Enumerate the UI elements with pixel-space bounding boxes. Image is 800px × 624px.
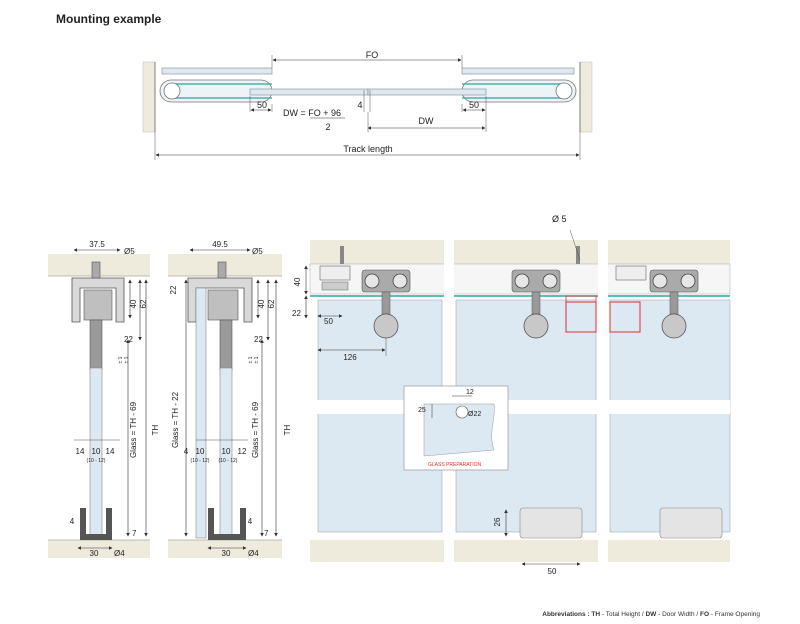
roller-carriage-1 — [361, 269, 411, 339]
dim-4a: 4 — [184, 447, 189, 456]
dim-7: 7 — [264, 529, 269, 538]
roller-carriage-3 — [649, 269, 699, 339]
page-title: Mounting example — [56, 12, 162, 26]
dim-10a: 10 — [196, 447, 205, 456]
abbrev-dw-text: - Door Width / — [656, 611, 701, 618]
dim-4: 4 — [70, 517, 75, 526]
dim-pm1a: ± 1 — [118, 356, 124, 363]
glass-th-69: Glass = TH - 69 — [129, 401, 138, 458]
dim-pm1b: ± 1 — [254, 356, 260, 363]
dim-62: 62 — [139, 299, 148, 308]
dim-th: TH — [151, 424, 160, 435]
abbreviations-legend: Abbreviations : TH - Total Height / DW -… — [542, 611, 760, 618]
dim-o4: Ø4 — [248, 549, 259, 558]
dim-4: 4 — [357, 100, 362, 110]
dim-40: 40 — [129, 299, 138, 308]
fo-label: FO — [366, 50, 379, 60]
dim-pm1b: ± 1 — [124, 356, 130, 363]
dim-th: TH — [283, 424, 292, 435]
dim-10b: 10 — [222, 447, 231, 456]
dim-22: 22 — [292, 309, 301, 318]
dim-50-right: 50 — [469, 100, 479, 110]
dim-50: 50 — [324, 317, 333, 326]
dim-7: 7 — [132, 529, 137, 538]
section-view-1: 37.5 Ø5 40 62 22 ± 1 ± 1 14 10 14 (10 - … — [48, 240, 160, 558]
front-view: Ø 5 40 22 50 126 26 50 12 25 Ø22 GLASS P… — [292, 214, 731, 576]
dim-pm1a: ± 1 — [248, 356, 254, 363]
dim-40: 40 — [257, 299, 266, 308]
dim-range: (10 - 12) — [87, 458, 106, 464]
dw-formula-denominator: 2 — [325, 122, 330, 132]
glass-preparation-label: GLASS PREPARATION — [428, 462, 482, 468]
dw-formula: DW = FO + 96 — [283, 108, 341, 118]
dim-10: 10 — [92, 447, 101, 456]
dim-14b: 14 — [106, 447, 115, 456]
abbrev-fo-text: - Frame Opening — [709, 611, 760, 618]
dim-40: 40 — [293, 277, 302, 286]
dim-o22: Ø22 — [468, 411, 481, 418]
dim-12: 12 — [238, 447, 247, 456]
dim-4b: 4 — [248, 517, 253, 526]
dim-o5: Ø5 — [252, 247, 263, 256]
dim-25: 25 — [418, 407, 426, 414]
top-view: FO 50 50 4 DW = FO + 96 2 DW Track lengt… — [142, 50, 593, 160]
dim-126: 126 — [343, 353, 357, 362]
dim-o5: Ø 5 — [552, 214, 567, 224]
dim-range-a: (10 - 12) — [191, 458, 210, 464]
dim-50-left: 50 — [257, 100, 267, 110]
glass-th-22: Glass = TH - 22 — [171, 391, 180, 448]
abbrev-lead: Abbreviations : — [542, 611, 590, 618]
abbrev-dw-key: DW — [645, 611, 657, 618]
dim-range-b: (10 - 12) — [219, 458, 238, 464]
dim-22: 22 — [254, 335, 263, 344]
track-length-label: Track length — [343, 144, 392, 154]
dim-49-5: 49.5 — [212, 240, 228, 249]
dim-37-5: 37.5 — [89, 240, 105, 249]
dim-o4: Ø4 — [114, 549, 125, 558]
dim-o5: Ø5 — [124, 247, 135, 256]
roller-carriage-2 — [511, 269, 561, 339]
dim-30: 30 — [222, 549, 231, 558]
dim-30: 30 — [90, 549, 99, 558]
abbrev-fo-key: FO — [700, 611, 710, 618]
dim-12: 12 — [466, 389, 474, 396]
dim-22-top: 22 — [169, 285, 178, 294]
dw-label: DW — [419, 116, 434, 126]
abbrev-th-key: TH — [591, 611, 601, 618]
dim-26: 26 — [493, 517, 502, 526]
dim-14a: 14 — [76, 447, 85, 456]
section-view-2: 49.5 Ø5 22 40 62 22 ± 1 ± 1 4 10 10 12 (… — [168, 240, 292, 558]
dim-50-bottom: 50 — [548, 567, 557, 576]
dim-62: 62 — [267, 299, 276, 308]
abbrev-th-text: - Total Height / — [600, 611, 646, 618]
glass-th-69: Glass = TH - 69 — [251, 401, 260, 458]
dim-22: 22 — [124, 335, 133, 344]
glass-preparation-detail: 12 25 Ø22 GLASS PREPARATION — [403, 385, 509, 471]
